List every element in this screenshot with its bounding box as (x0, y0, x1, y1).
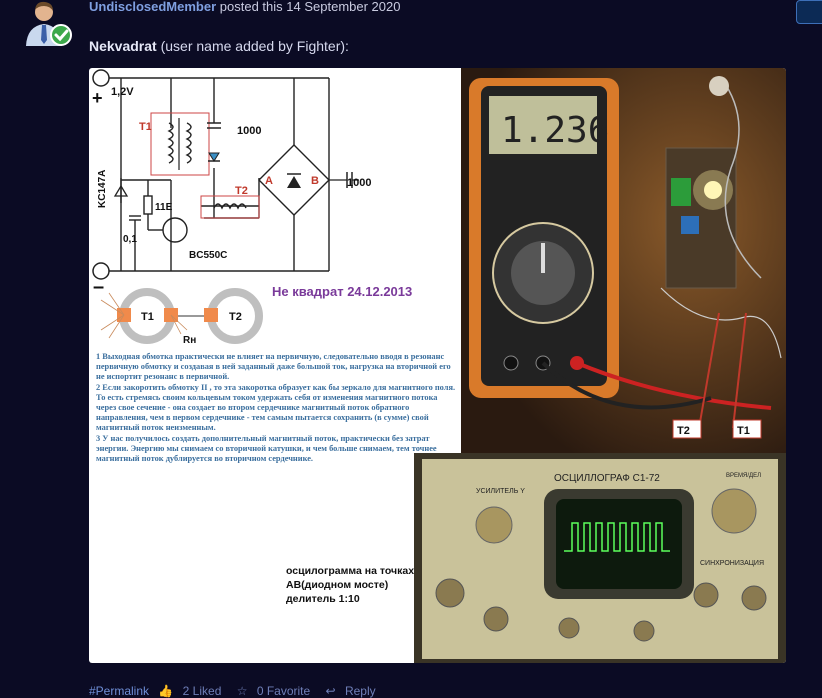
multimeter-reading: 1.236 (501, 110, 609, 151)
star-icon: ☆ (236, 684, 248, 698)
t2-label: T2 (235, 185, 248, 197)
post-body: Nekvadrat (user name added by Fighter): (89, 38, 349, 54)
permalink-link[interactable]: #Permalink (89, 684, 150, 698)
multimeter-photo: 1.236 T2 T1 (461, 68, 786, 453)
terminal-plus-icon (92, 69, 110, 87)
oscilloscope-knob-icon (741, 585, 767, 611)
time-label: ВРЕМЯ/ДЕЛ (726, 473, 761, 479)
sync-label: СИНХРОНИЗАЦИЯ (700, 560, 764, 567)
reply-label: Reply (344, 684, 376, 698)
post-date: 14 September 2020 (286, 0, 401, 14)
small-cap-label: 0,1 (123, 234, 137, 245)
circuit-schematic: + – 1,2V T1 T2 1000 1000 KC147A 11E 0,1 … (92, 69, 412, 346)
circuit-title: Не квадрат 24.12.2013 (272, 284, 412, 299)
user-avatar[interactable] (24, 0, 74, 48)
oscilloscope-knob-icon (693, 582, 719, 608)
tag-t2: T2 (677, 425, 690, 437)
top-right-button[interactable] (796, 0, 822, 24)
waveform-trace (564, 522, 670, 552)
checkmark-icon (54, 29, 69, 42)
oscilloscope-brand: ОСЦИЛЛОГРАФ C1-72 (554, 473, 660, 484)
resistor-label: 11E (155, 202, 173, 213)
amp-label: УСИЛИТЕЛЬ Y (476, 488, 525, 495)
favorite-count: 0 Favorite (256, 684, 311, 698)
post-header: UndisclosedMember posted this 14 Septemb… (89, 0, 400, 14)
cap-top-label: 1000 (237, 125, 261, 137)
like-count: 2 Liked (182, 684, 222, 698)
avatar-tie (41, 25, 47, 44)
thumbs-up-icon: 👍 (158, 684, 174, 698)
led-icon (208, 152, 220, 162)
minus-label: – (93, 276, 104, 298)
oscilloscope-knob-icon (711, 488, 757, 534)
zener-diode-icon (113, 184, 129, 197)
bridge-diode-icon (287, 176, 301, 188)
oscilloscope-knob-icon (475, 506, 513, 544)
oscilloscope-knob-icon (558, 617, 580, 639)
cap-right-label: 1000 (347, 177, 371, 189)
transistor-label: BC550C (189, 250, 227, 261)
core-t1-label: T1 (141, 311, 154, 323)
terminal-minus-icon (92, 262, 110, 280)
t1-label: T1 (139, 121, 152, 133)
plus-label: + (92, 88, 103, 108)
reply-button[interactable]: ↩ Reply (326, 684, 382, 698)
favorite-button[interactable]: ☆ 0 Favorite (237, 684, 320, 698)
description-paragraph: 2 Если закоротить обмотку II , то эта за… (96, 382, 456, 433)
oscilloscope-caption: осцилограмма на точках АВ(диодном мосте)… (286, 565, 415, 605)
oscilloscope-photo: ОСЦИЛЛОГРАФ C1-72 УСИЛИТЕЛЬ Y ВРЕМЯ/ДЕЛ … (414, 453, 786, 663)
quoted-user: Nekvadrat (89, 38, 157, 54)
avatar-hair (35, 1, 53, 11)
post-footer: #Permalink 👍 2 Liked ☆ 0 Favorite ↩ Repl… (89, 684, 388, 698)
oscilloscope-knob-icon (483, 606, 509, 632)
led-glow-icon (704, 181, 722, 199)
bridge-a-label: A (265, 175, 273, 187)
t1-transformer-box (150, 112, 210, 176)
description-text: 1 Выходная обмотка практически не влияет… (96, 352, 458, 464)
description-paragraph: 1 Выходная обмотка практически не влияет… (96, 352, 451, 382)
tag-t1: T1 (737, 425, 750, 437)
quoted-note: (user name added by Fighter): (160, 38, 349, 54)
t2-coil-box (200, 195, 260, 219)
author-link[interactable]: UndisclosedMember (89, 0, 217, 14)
description-paragraph: 3 У нас получилось создать дополнительны… (96, 433, 437, 464)
core-t2-label: T2 (229, 311, 242, 323)
oscilloscope-knob-icon (435, 578, 465, 608)
posted-prefix: posted this (219, 0, 283, 14)
avatar-head (35, 3, 53, 21)
zener-part-label: KC147A (97, 170, 108, 208)
like-button[interactable]: 👍 2 Liked (158, 684, 230, 698)
load-label: Rн (183, 335, 196, 346)
reply-icon: ↩ (325, 684, 336, 698)
oscilloscope-knob-icon (633, 620, 655, 642)
bridge-b-label: B (311, 175, 319, 187)
voltage-label: 1,2V (111, 86, 134, 98)
attachment-image[interactable]: + – 1,2V T1 T2 1000 1000 KC147A 11E 0,1 … (89, 68, 786, 663)
verified-check-icon (50, 24, 72, 46)
